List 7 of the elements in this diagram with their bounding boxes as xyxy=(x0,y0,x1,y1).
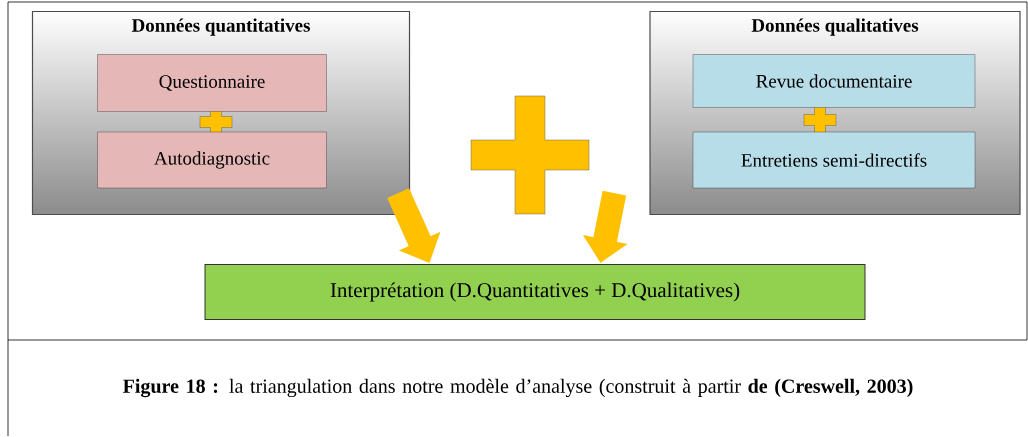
process-box: Questionnaire xyxy=(97,54,327,112)
result-box: Interprétation (D.Quantitatives + D.Qualitatives) xyxy=(204,264,866,320)
caption: Figure 18 : la triangulation dans notre modèle d’analyse (construit à partir de (Creswell, 2003) xyxy=(123,378,913,398)
process-box: Autodiagnostic xyxy=(97,131,327,189)
process-box: Entretiens semi-directifs xyxy=(692,131,976,189)
process-box: Revue documentaire xyxy=(692,54,976,108)
plus-sign xyxy=(470,95,590,215)
